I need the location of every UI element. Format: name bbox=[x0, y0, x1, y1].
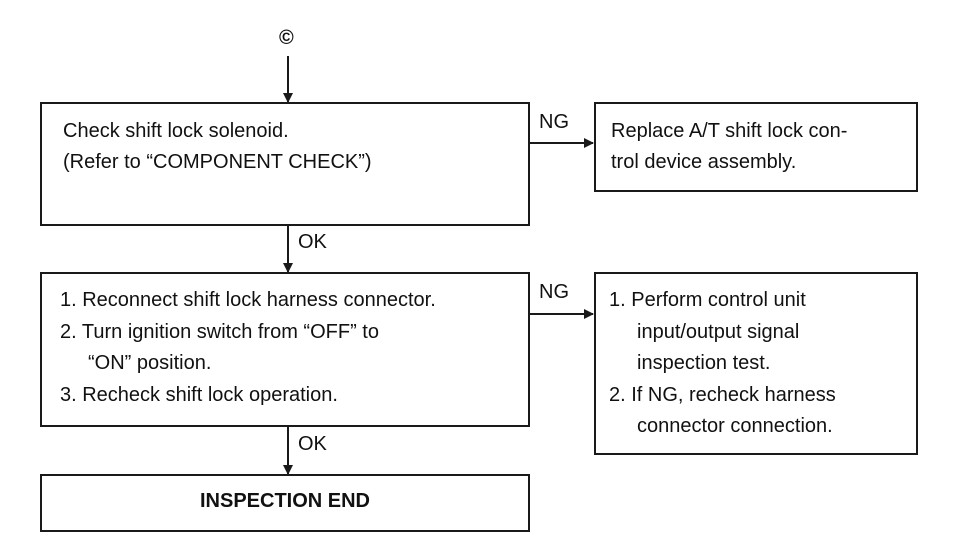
recheck-step-1: 1. Reconnect shift lock harness connecto… bbox=[60, 289, 436, 311]
recheck-step-3: 3. Recheck shift lock operation. bbox=[60, 384, 338, 406]
ok-label-2: OK bbox=[298, 433, 327, 455]
inspection-test-line-4: 2. If NG, recheck harness bbox=[609, 384, 836, 406]
replace-device-line-2: trol device assembly. bbox=[611, 151, 797, 173]
replace-device-box bbox=[594, 102, 918, 192]
inspection-test-line-3: inspection test. bbox=[637, 352, 771, 374]
check-solenoid-line-2: (Refer to “COMPONENT CHECK”) bbox=[63, 151, 372, 173]
inspection-test-line-2: input/output signal bbox=[637, 321, 800, 343]
ng-label-1: NG bbox=[539, 111, 569, 133]
check-solenoid-line-1: Check shift lock solenoid. bbox=[63, 120, 289, 142]
ok-label-1: OK bbox=[298, 231, 327, 253]
recheck-step-2-cont: “ON” position. bbox=[88, 352, 212, 374]
inspection-test-line-1: 1. Perform control unit bbox=[609, 289, 806, 311]
inspection-end-box bbox=[40, 474, 530, 532]
inspection-end-label: INSPECTION END bbox=[199, 490, 371, 512]
replace-device-line-1: Replace A/T shift lock con- bbox=[611, 120, 848, 142]
recheck-steps-box bbox=[40, 272, 530, 427]
ng-label-2: NG bbox=[539, 281, 569, 303]
inspection-test-line-5: connector connection. bbox=[637, 415, 833, 437]
check-solenoid-box bbox=[40, 102, 530, 226]
inspection-test-box bbox=[594, 272, 918, 455]
recheck-step-2: 2. Turn ignition switch from “OFF” to bbox=[60, 321, 379, 343]
connector-marker: © bbox=[279, 27, 294, 49]
